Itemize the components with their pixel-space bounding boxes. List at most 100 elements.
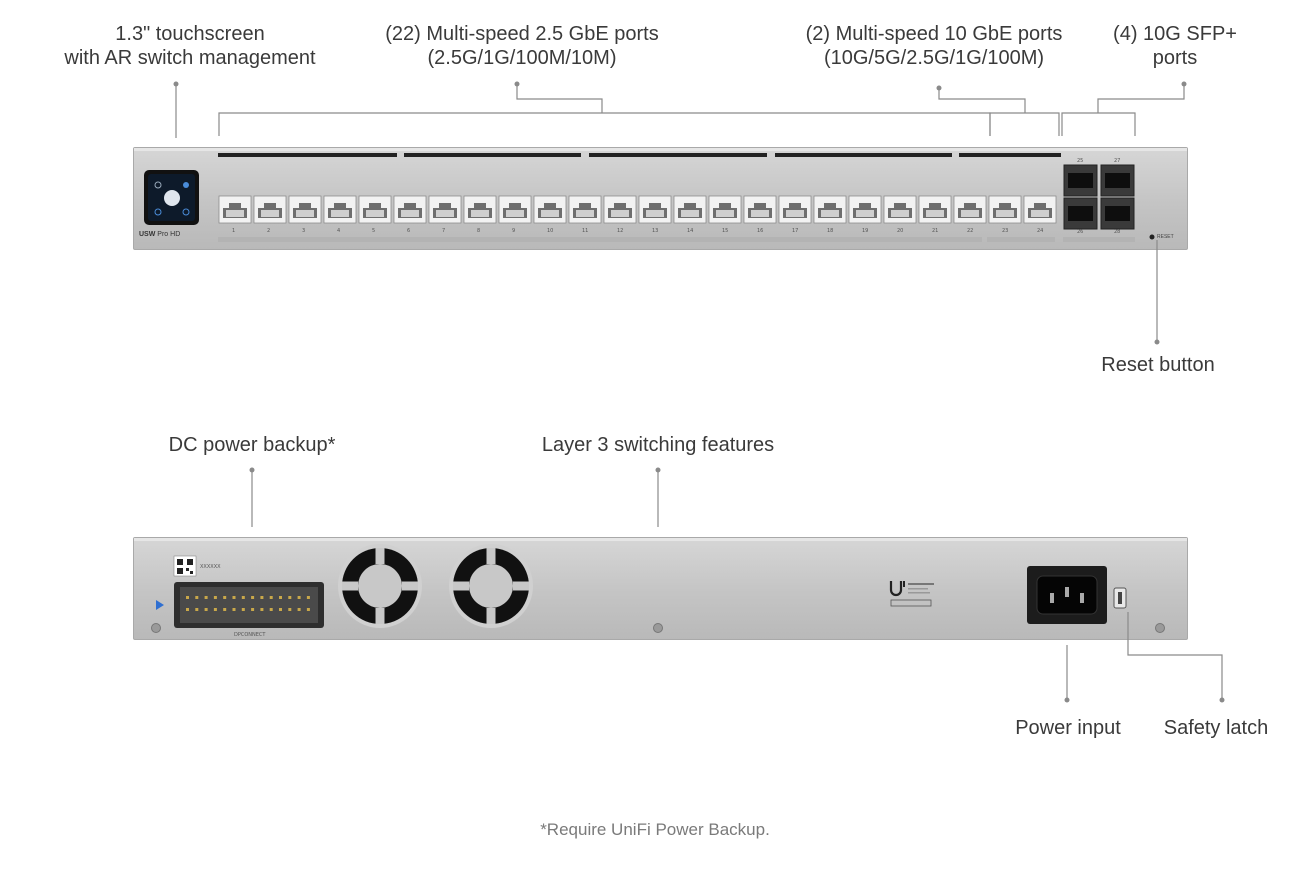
sfp-port-number-25: 25 (1077, 158, 1084, 164)
dc-pin (288, 608, 292, 611)
device-brand-label: USW Pro HD (139, 231, 180, 238)
port-number-23: 23 (1002, 228, 1009, 234)
port-number-16: 16 (757, 228, 764, 234)
sfp-ports-callout: (4) 10G SFP+ ports (1100, 22, 1250, 70)
port-number-11: 11 (582, 228, 589, 234)
dc-pin (279, 608, 282, 611)
dc-pin (204, 608, 208, 611)
qr-label-text: XXXXXX (200, 564, 221, 570)
sfp-port-number-26: 26 (1077, 229, 1084, 235)
reset-label: RESET (1157, 234, 1174, 240)
rj45-port-3 (288, 195, 322, 224)
port-number-13: 13 (652, 228, 659, 234)
port-number-1: 1 (232, 228, 236, 234)
dc-pin (232, 596, 236, 599)
front-panel-top-edge (134, 148, 1187, 151)
ports-25gbe-callout-line1: (22) Multi-speed 2.5 GbE ports (385, 23, 659, 45)
rj45-port-18 (813, 195, 847, 224)
dc-indicator-arrow (156, 600, 164, 610)
rj45-port-13 (638, 195, 672, 224)
safety-latch-leader (1127, 612, 1223, 700)
port-number-15: 15 (722, 228, 729, 234)
port-number-7: 7 (442, 228, 446, 234)
dc-pin (251, 608, 255, 611)
dc-pin (232, 608, 236, 611)
dc-pin (186, 608, 189, 611)
sfp-ports-callout-line2: ports (1152, 47, 1198, 69)
dc-connector-pins (186, 596, 310, 611)
touchscreen-callout: 1.3" touchscreen with AR switch manageme… (60, 22, 320, 70)
sfp-port-number-27: 27 (1114, 158, 1121, 164)
rj45-port-17 (778, 195, 812, 224)
rj45-port-20 (883, 195, 917, 224)
ports-10gbe-leader (938, 88, 1026, 113)
dc-power-connector (174, 582, 324, 628)
rj45-port-12 (603, 195, 637, 224)
dc-pin (195, 596, 199, 599)
port-number-24: 24 (1037, 228, 1044, 234)
port-number-12: 12 (617, 228, 624, 234)
ports-10gbe-callout: (2) Multi-speed 10 GbE ports (10G/5G/2.5… (782, 22, 1086, 70)
layer3-features-callout: Layer 3 switching features (541, 434, 775, 456)
device-brand-model: Pro HD (157, 231, 181, 238)
dc-connector-label: DPCONNECT (234, 632, 266, 638)
dc-pin (204, 596, 208, 599)
port-number-22: 22 (967, 228, 974, 234)
dc-pin (306, 596, 310, 599)
dc-pin (213, 596, 217, 599)
rear-screws (151, 623, 1165, 633)
port-number-14: 14 (687, 228, 694, 234)
ports-10gbe-callout-line1: (2) Multi-speed 10 GbE ports (805, 23, 1063, 45)
dc-pin (241, 608, 245, 611)
rj45-port-8 (463, 195, 497, 224)
ports-10gbe-callout-line2: (10G/5G/2.5G/1G/100M) (823, 47, 1045, 69)
leader-lines (175, 84, 1223, 700)
rj45-port-24 (1023, 195, 1057, 224)
port-number-18: 18 (827, 228, 834, 234)
port-number-20: 20 (897, 228, 904, 234)
dc-power-backup-callout: DC power backup* (168, 434, 336, 456)
sfp-ports-callout-line1: (4) 10G SFP+ (1113, 23, 1237, 45)
reset-button-callout: Reset button (1101, 354, 1215, 376)
port-number-17: 17 (792, 228, 799, 234)
dc-pin (269, 608, 273, 611)
reset-hole (1149, 234, 1155, 240)
power-inlet (1027, 566, 1107, 624)
dc-pin (269, 596, 273, 599)
port-number-19: 19 (862, 228, 869, 234)
power-input-callout: Power input (1015, 717, 1121, 739)
rj45-port-19 (848, 195, 882, 224)
port-number-3: 3 (302, 228, 306, 234)
sfp-port-number-28: 28 (1114, 229, 1121, 235)
rj45-port-5 (358, 195, 392, 224)
port-group-underbars (218, 237, 1135, 242)
ports-25gbe-callout-line2: (2.5G/1G/100M/10M) (427, 47, 617, 69)
port-number-4: 4 (337, 228, 341, 234)
dc-pin (279, 596, 282, 599)
touchscreen-display (144, 170, 199, 225)
rj45-ports (218, 195, 1057, 224)
port-number-5: 5 (372, 228, 376, 234)
dc-pin (223, 596, 227, 599)
sfp-port-26 (1063, 197, 1098, 230)
port-number-21: 21 (932, 228, 939, 234)
fan-1 (338, 544, 422, 628)
dc-pin (288, 596, 292, 599)
sfp-bracket (1061, 112, 1136, 136)
leader-dots (173, 81, 1225, 703)
dc-pin (260, 608, 264, 611)
ports-25gbe-callout: (22) Multi-speed 2.5 GbE ports (2.5G/1G/… (362, 22, 682, 70)
safety-latch-callout: Safety latch (1163, 717, 1269, 739)
rj45-port-21 (918, 195, 952, 224)
sfp-leader (1097, 84, 1185, 113)
sfp-ports (1063, 164, 1135, 230)
dc-pin (297, 596, 301, 599)
touchscreen-callout-line2: with AR switch management (64, 47, 316, 69)
port-number-10: 10 (547, 228, 554, 234)
qr-code-label (173, 555, 197, 577)
dc-pin (306, 608, 310, 611)
rj45-port-15 (708, 195, 742, 224)
rj45-port-7 (428, 195, 462, 224)
rj45-port-10 (533, 195, 567, 224)
rj45-port-2 (253, 195, 287, 224)
